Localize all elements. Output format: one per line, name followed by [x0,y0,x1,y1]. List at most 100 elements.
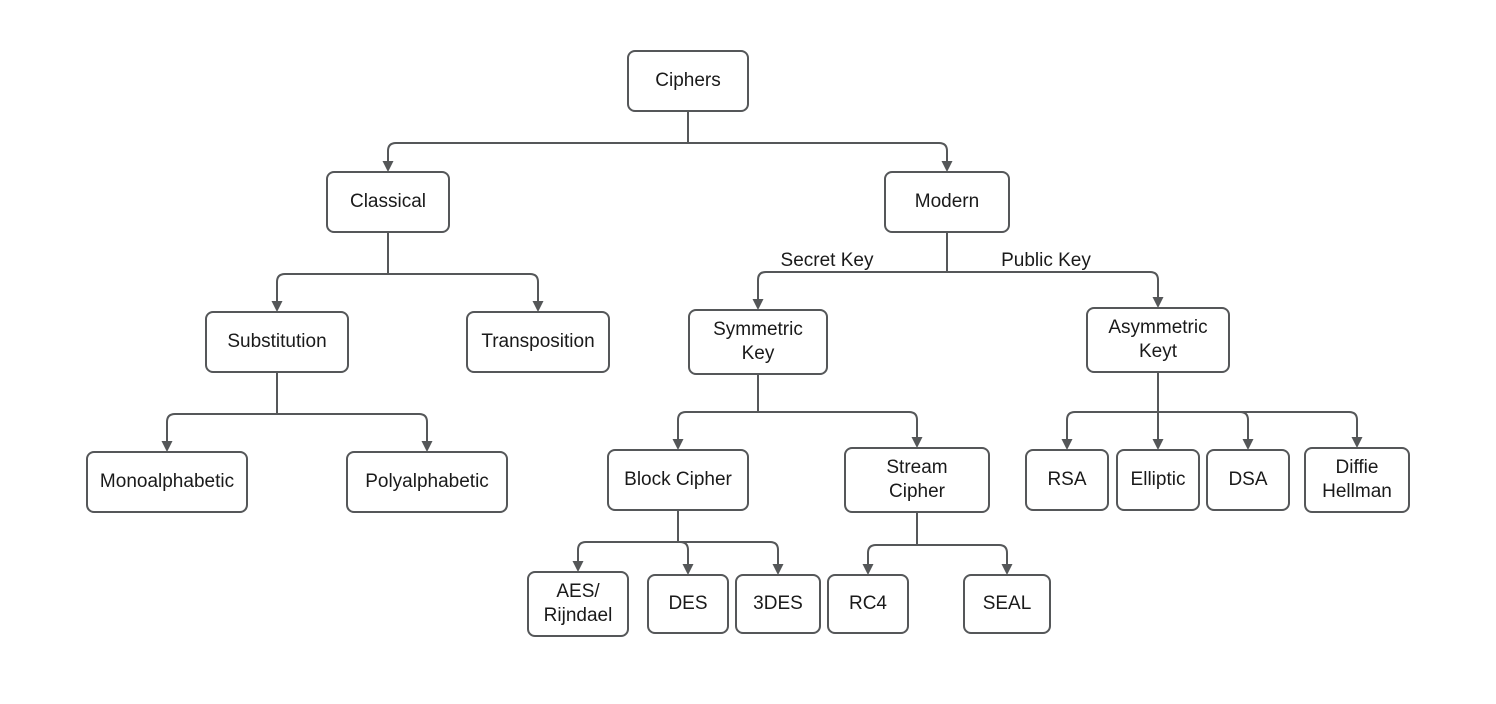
node-label: RC4 [849,593,887,614]
node-classical[interactable]: Classical [326,171,450,233]
node-label: DSA [1228,469,1267,490]
node-box[interactable] [326,171,450,233]
node-label: Symmetric [713,319,803,340]
node-box[interactable] [1304,447,1410,513]
secret-key-label: Secret Key [781,250,874,271]
edge-connector [757,271,947,299]
edges-layer [161,111,1363,575]
node-box[interactable] [1025,449,1109,511]
arrow-head-icon [382,161,394,172]
node-box[interactable] [607,449,749,511]
node-label: SEAL [983,593,1032,614]
node-seal[interactable]: SEAL [963,574,1051,634]
node-label: Cipher [889,481,946,502]
arrow-head-icon [1152,297,1164,308]
edge-connector [276,273,388,301]
arrow-head-icon [672,439,684,450]
node-block-cipher[interactable]: Block Cipher [607,449,749,511]
edge-connector [688,142,948,161]
node-monoalphabetic[interactable]: Monoalphabetic [86,451,248,513]
node-box[interactable] [884,171,1010,233]
node-label: RSA [1047,469,1086,490]
node-label: Polyalphabetic [365,471,489,492]
arrow-head-icon [271,301,283,312]
node-box[interactable] [527,571,629,637]
node-elliptic[interactable]: Elliptic [1116,449,1200,511]
node-label: Rijndael [544,605,613,626]
edge-connector [1066,411,1158,439]
node-label: Diffie [1336,457,1379,478]
node-polyalphabetic[interactable]: Polyalphabetic [346,451,508,513]
arrow-head-icon [1001,564,1013,575]
arrow-head-icon [772,564,784,575]
node-ciphers[interactable]: Ciphers [627,50,749,112]
node-box[interactable] [963,574,1051,634]
node-label: Substitution [227,331,326,352]
edge-connector [388,273,539,301]
arrow-head-icon [682,564,694,575]
node-rsa[interactable]: RSA [1025,449,1109,511]
node-box[interactable] [827,574,909,634]
node-box[interactable] [1116,449,1200,511]
node-box[interactable] [346,451,508,513]
edge-connector [917,544,1008,564]
node-box[interactable] [627,50,749,112]
arrow-head-icon [1061,439,1073,450]
arrow-head-icon [752,299,764,310]
arrow-head-icon [161,441,173,452]
edge-connector [867,544,917,564]
edge-connector [1158,411,1358,437]
node-label: Hellman [1322,481,1392,502]
node-label: DES [668,593,707,614]
node-modern[interactable]: Modern [884,171,1010,233]
node-transposition[interactable]: Transposition [466,311,610,373]
node-box[interactable] [647,574,729,634]
node-box[interactable] [735,574,821,634]
edge-connector [947,271,1159,297]
node-label: Ciphers [655,70,720,91]
edge-connector [678,541,689,564]
arrow-head-icon [1351,437,1363,448]
node-label: Block Cipher [624,469,732,490]
node-label: Stream [886,457,947,478]
edge-connector [577,541,678,561]
node-box[interactable] [466,311,610,373]
node-box[interactable] [844,447,990,513]
edge-connector [1158,411,1249,439]
node-box[interactable] [1086,307,1230,373]
node-dsa[interactable]: DSA [1206,449,1290,511]
node-label: Asymmetric [1108,317,1207,338]
arrow-head-icon [1152,439,1164,450]
node-rc4[interactable]: RC4 [827,574,909,634]
node-label: Classical [350,191,426,212]
node-substitution[interactable]: Substitution [205,311,349,373]
node-label: 3DES [753,593,803,614]
node-label: Monoalphabetic [100,471,234,492]
node-des[interactable]: DES [647,574,729,634]
arrow-head-icon [1242,439,1254,450]
node-label: Key [742,343,775,364]
arrow-head-icon [911,437,923,448]
edge-connector [277,413,428,441]
arrow-head-icon [862,564,874,575]
node-label: Modern [915,191,979,212]
node-aes-rijndael[interactable]: AES/Rijndael [527,571,629,637]
arrow-head-icon [532,301,544,312]
edge-connector [387,142,688,161]
node-box[interactable] [86,451,248,513]
arrow-head-icon [941,161,953,172]
node-label: AES/ [556,581,600,602]
node-box[interactable] [688,309,828,375]
node-box[interactable] [205,311,349,373]
public-key-label: Public Key [1001,250,1091,271]
edge-connector [166,413,277,441]
node-3des[interactable]: 3DES [735,574,821,634]
node-box[interactable] [1206,449,1290,511]
node-label: Transposition [481,331,594,352]
